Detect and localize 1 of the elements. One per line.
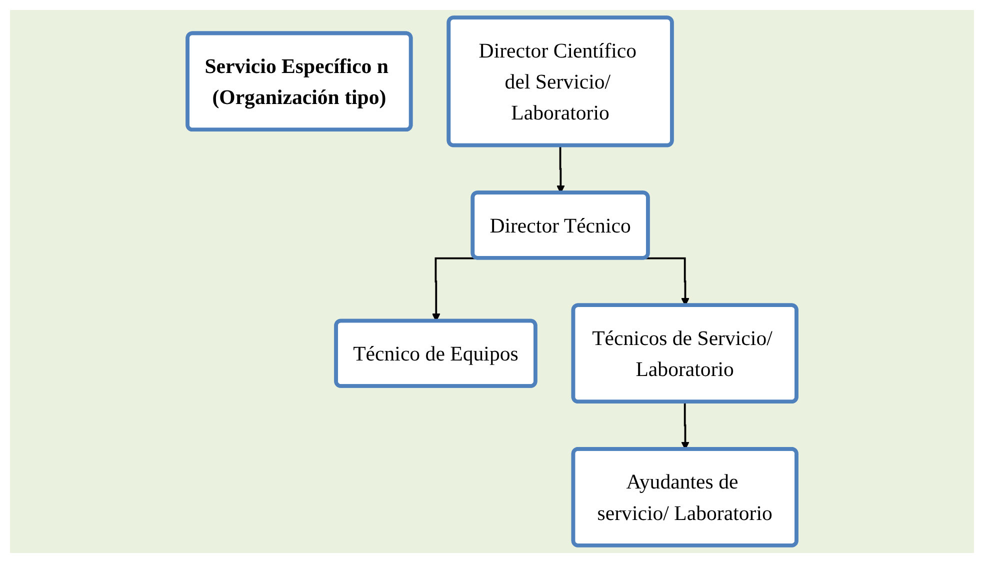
arrow [556, 144, 565, 194]
